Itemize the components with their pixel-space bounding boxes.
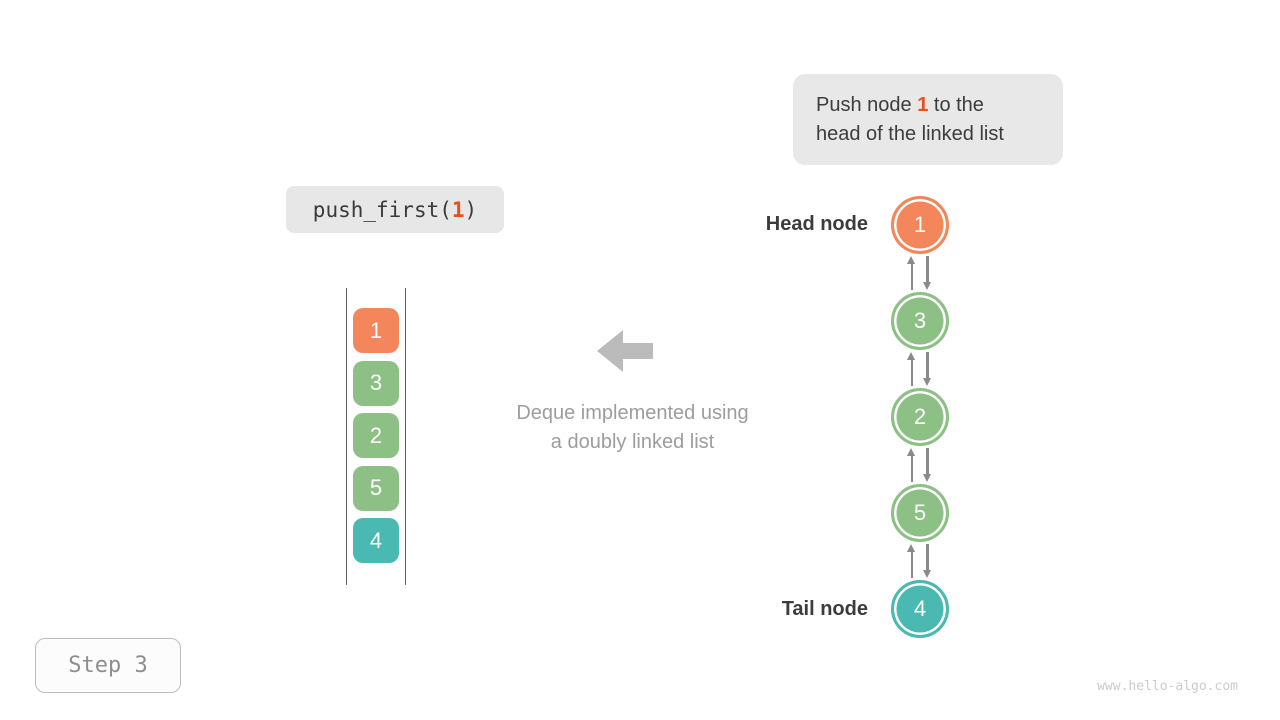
down-arrow-icon xyxy=(923,352,930,386)
caption: Deque implemented using a doubly linked … xyxy=(460,399,805,457)
stack-cell: 5 xyxy=(353,465,399,511)
callout-text-after: to the xyxy=(928,94,984,116)
callout-line2: head of the linked list xyxy=(816,123,1004,145)
down-arrow-icon xyxy=(923,448,930,482)
list-node: 2 xyxy=(891,388,949,446)
list-node: 3 xyxy=(891,292,949,350)
stack-cell: 2 xyxy=(353,413,399,458)
code-close: ) xyxy=(464,197,478,222)
stack-cell: 3 xyxy=(353,360,399,406)
watermark: www.hello-algo.com xyxy=(1097,679,1238,694)
up-arrow-icon xyxy=(907,544,915,578)
up-arrow-icon xyxy=(907,352,915,386)
callout-box: Push node 1 to the head of the linked li… xyxy=(793,74,1063,165)
code-text: push_first(1) xyxy=(313,198,477,222)
callout-line1: Push node 1 to the xyxy=(816,94,984,116)
stack: 1 3 2 5 4 xyxy=(346,288,406,585)
down-arrow-icon xyxy=(923,256,930,290)
caption-line1: Deque implemented using xyxy=(516,402,749,424)
code-func: push_first( xyxy=(312,197,452,222)
step-label: Step 3 xyxy=(68,653,148,678)
list-node: 5 xyxy=(891,484,949,542)
stack-cell: 4 xyxy=(353,518,399,563)
step-badge: Step 3 xyxy=(35,638,181,693)
down-arrow-icon xyxy=(923,544,930,578)
stack-cell: 1 xyxy=(353,308,399,353)
list-node: 4 xyxy=(891,580,949,638)
linked-list: 1 3 2 5 4 xyxy=(891,0,949,720)
left-arrow-icon xyxy=(597,330,653,372)
code-arg: 1 xyxy=(451,197,465,222)
tail-node-label: Tail node xyxy=(781,598,868,620)
code-box: push_first(1) xyxy=(286,186,504,233)
callout-text-before: Push node xyxy=(816,94,918,116)
callout-highlight: 1 xyxy=(917,94,929,116)
caption-line2: a doubly linked list xyxy=(550,431,715,453)
up-arrow-icon xyxy=(907,448,915,482)
list-node: 1 xyxy=(891,196,949,254)
head-node-label: Head node xyxy=(765,213,868,235)
up-arrow-icon xyxy=(907,256,915,290)
